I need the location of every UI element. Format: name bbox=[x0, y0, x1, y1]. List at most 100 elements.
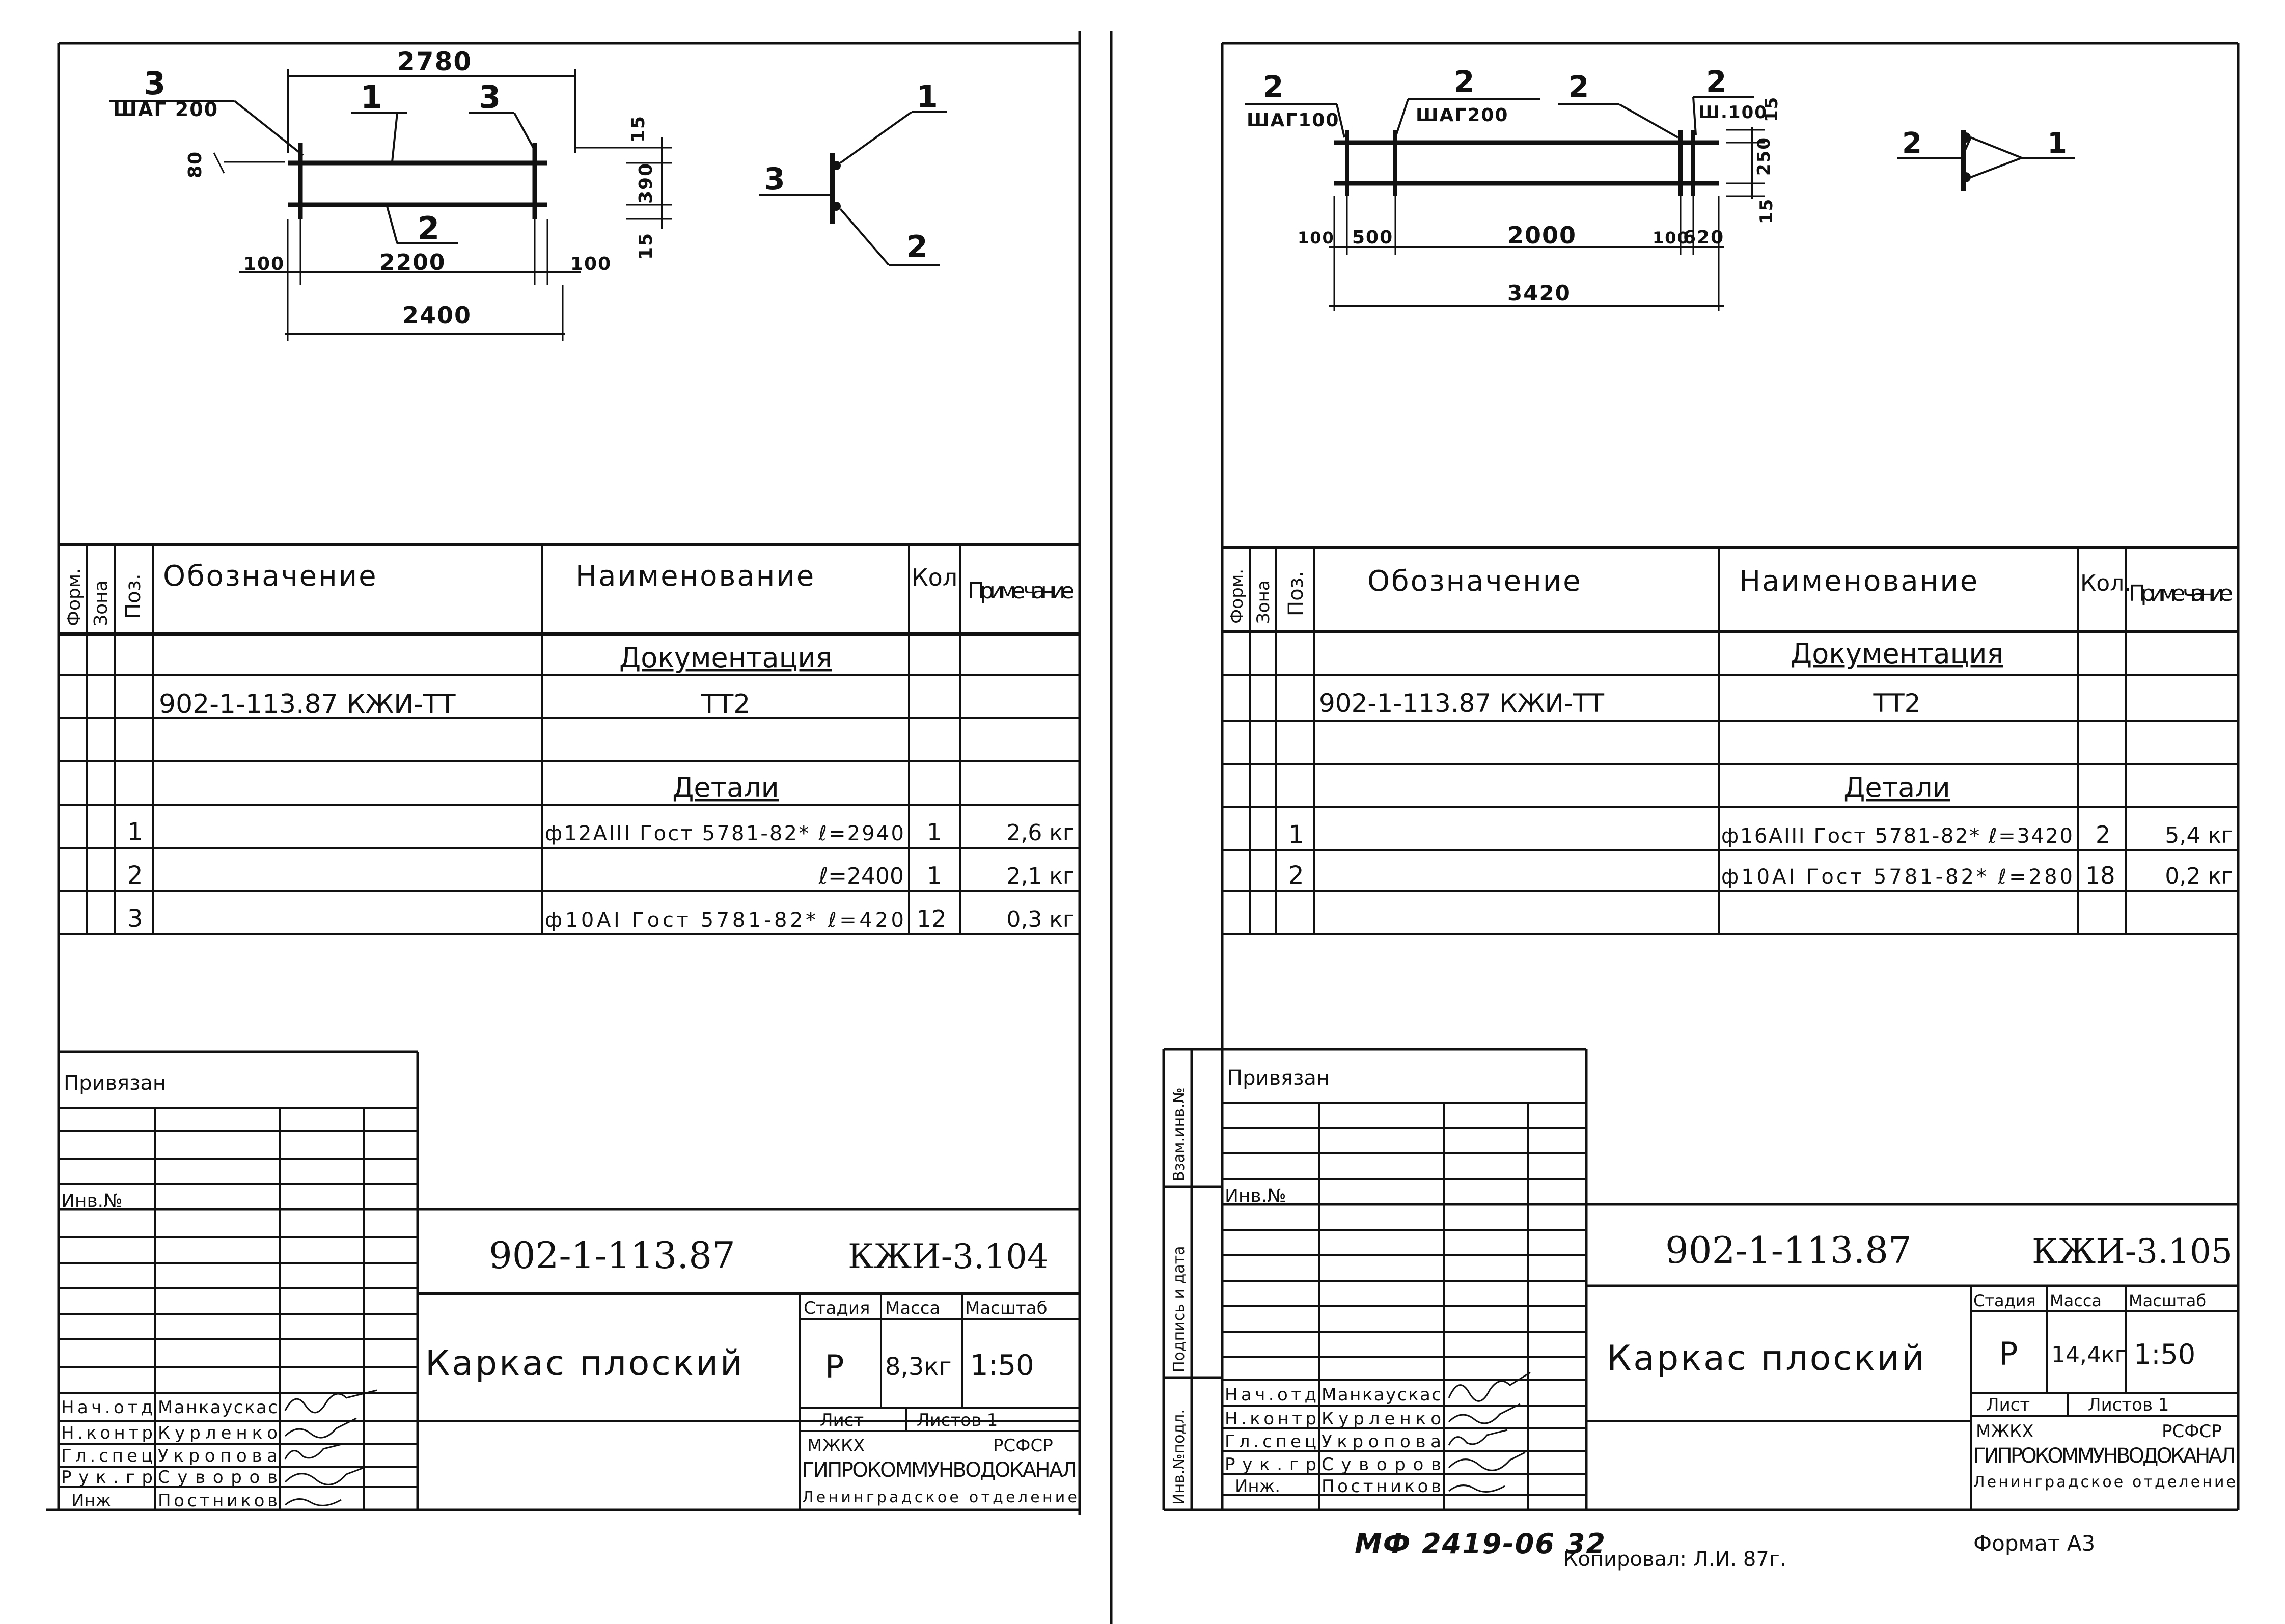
role-2: Н.контр bbox=[61, 1423, 153, 1443]
title-block-left bbox=[59, 1050, 1080, 1510]
signature-5 bbox=[285, 1498, 342, 1506]
header-pos: Поз. bbox=[122, 573, 145, 619]
header-zone: Зона bbox=[91, 580, 112, 626]
r-org-branch: Ленинградское отделение bbox=[1973, 1473, 2236, 1491]
r-org-ministry: МЖКХ bbox=[1976, 1421, 2033, 1442]
spec-table-left bbox=[59, 543, 1080, 935]
row1-pos: 1 bbox=[127, 818, 143, 846]
signature-2 bbox=[284, 1417, 357, 1439]
signature-3 bbox=[284, 1443, 344, 1460]
header-note: Приме чание bbox=[968, 578, 1075, 604]
header-form: Форм. bbox=[64, 568, 85, 626]
side-label-signature-date: Подпись и дата bbox=[1170, 1246, 1188, 1373]
org-institute: ГИПРОКОММУНВОДОКАНАЛ bbox=[802, 1458, 1077, 1482]
dim-15-top-right: 15 bbox=[1761, 96, 1782, 122]
r-sheet-code: КЖИ-3.105 bbox=[2032, 1232, 2233, 1271]
side-labels: Взам.инв.№ Подпись и дата Инв.№подл. bbox=[1170, 1087, 1188, 1505]
r-lists-header: Листов 1 bbox=[2088, 1395, 2169, 1415]
dim-100-left-right: 100 bbox=[1298, 228, 1335, 247]
callout-2d: 2 bbox=[1706, 64, 1727, 99]
section-documentation: Документация bbox=[619, 642, 832, 674]
r-mass-header: Масса bbox=[2050, 1291, 2102, 1310]
header-qty: Кол bbox=[912, 564, 957, 591]
spec-headers-right: Форм. Зона Поз. Обозначение Наименование… bbox=[1227, 565, 2233, 624]
pitch-tl: ШАГ 200 bbox=[113, 98, 218, 121]
drawing-title: Каркас плоский bbox=[425, 1343, 745, 1384]
dim-100-left: 100 bbox=[243, 254, 285, 274]
r-stage-header: Стадия bbox=[1973, 1291, 2036, 1310]
org-ministry: МЖКХ bbox=[807, 1436, 865, 1456]
dim-15-bottom: 15 bbox=[636, 232, 656, 260]
r-privyazan-label: Привязан bbox=[1227, 1066, 1330, 1090]
r-header-note: Приме чание bbox=[2129, 581, 2233, 607]
sheet-right-svg: Взам.инв.№ Подпись и дата Инв.№подл. 2 Ш… bbox=[1110, 31, 2240, 1624]
r-row2-pos: 2 bbox=[1288, 861, 1304, 890]
r-row2-note: 0,2 кг bbox=[2165, 863, 2233, 889]
r-list-header: Лист bbox=[1986, 1395, 2030, 1415]
stage-value: Р bbox=[825, 1348, 844, 1385]
footer-format: Формат А3 bbox=[1973, 1531, 2095, 1556]
section-callout-1: 1 bbox=[917, 79, 939, 115]
name-3: Укропова bbox=[158, 1446, 278, 1466]
name-4: Суворов bbox=[158, 1467, 278, 1488]
section-callout-2: 2 bbox=[906, 229, 929, 265]
r-row2-qty: 18 bbox=[2085, 862, 2115, 889]
row2-name: ℓ=2400 bbox=[818, 863, 904, 889]
row1-note: 2,6 кг bbox=[1006, 820, 1075, 846]
row3-pos: 3 bbox=[127, 904, 143, 933]
signature-4 bbox=[284, 1466, 367, 1485]
pitch-d: Ш.100 bbox=[1698, 102, 1768, 123]
r-stage-value: Р bbox=[1999, 1335, 2018, 1372]
r-signature-2 bbox=[1448, 1403, 1521, 1424]
title-block-text-right: Привязан Инв.№ 902-1-113.87 КЖИ-3.105 Ка… bbox=[1225, 1066, 2236, 1497]
section-right-callout-2: 2 bbox=[1902, 127, 1923, 160]
row2-qty: 1 bbox=[927, 862, 942, 889]
r-mass-value: 14,4кг bbox=[2051, 1342, 2127, 1368]
org-republic: РСФСР bbox=[993, 1436, 1053, 1456]
footer-copied-by: Копировал: Л.И. 87г. bbox=[1563, 1548, 1786, 1571]
callout-2: 2 bbox=[418, 210, 441, 247]
r-header-qty: Кол. bbox=[2080, 570, 2131, 596]
role-4: Рук.гр bbox=[61, 1467, 153, 1488]
list-header: Лист bbox=[820, 1410, 864, 1430]
title-block-text-left: Привязан Инв.№ 902-1-113.87 КЖИ-3.104 Ка… bbox=[61, 1071, 1077, 1511]
row3-qty: 12 bbox=[917, 905, 947, 932]
footer-mf-number: МФ 2419-06 32 bbox=[1355, 1528, 1606, 1560]
row3-name: ф10АI Гост 5781-82* ℓ=420 bbox=[545, 909, 904, 932]
r-row1-name: ф16АIII Гост 5781-82* ℓ=3420 bbox=[1721, 824, 2073, 848]
dim-3420: 3420 bbox=[1507, 281, 1571, 306]
r-scale-header: Масштаб bbox=[2129, 1291, 2206, 1310]
spec-rows-left: Документация 902-1-113.87 КЖИ-ТТ ТТ2 Дет… bbox=[127, 642, 1075, 933]
r-name-1: Манкаускас bbox=[1322, 1385, 1441, 1405]
r-org-republic: РСФСР bbox=[2162, 1421, 2222, 1442]
side-label-replaced-inv: Взам.инв.№ bbox=[1170, 1087, 1188, 1181]
sheet-left-svg: 2780 3 ШАГ 200 1 3 2 80 15 390 15 bbox=[46, 31, 1081, 1515]
pitch-b: ШАГ200 bbox=[1416, 105, 1508, 126]
mass-value: 8,3кг bbox=[885, 1353, 952, 1381]
frame-elevation-left: 2780 3 ШАГ 200 1 3 2 80 15 390 15 bbox=[109, 47, 672, 341]
r-row1-qty: 2 bbox=[2096, 821, 2110, 848]
r-row1-pos: 1 bbox=[1288, 820, 1304, 849]
dim-2400: 2400 bbox=[402, 301, 472, 329]
lists-header: Листов 1 bbox=[917, 1410, 998, 1430]
dim-2780: 2780 bbox=[397, 47, 472, 76]
r-signature-3 bbox=[1448, 1429, 1508, 1446]
r-signature-4 bbox=[1448, 1451, 1526, 1471]
row2-pos: 2 bbox=[127, 861, 143, 890]
section-callout-3: 3 bbox=[764, 161, 786, 197]
row1-qty: 1 bbox=[927, 818, 942, 846]
callout-3-tl: 3 bbox=[144, 65, 167, 102]
callout-3-tr: 3 bbox=[479, 78, 502, 116]
r-row1-note: 5,4 кг bbox=[2165, 822, 2233, 848]
dim-2000: 2000 bbox=[1507, 222, 1577, 249]
r-name-4: Суворов bbox=[1322, 1454, 1441, 1475]
callout-1: 1 bbox=[361, 78, 383, 116]
r-header-zone: Зона bbox=[1253, 580, 1274, 624]
r-inv-label: Инв.№ bbox=[1225, 1186, 1286, 1206]
r-role-4: Рук.гр bbox=[1225, 1454, 1316, 1475]
dim-250: 250 bbox=[1754, 136, 1774, 176]
r-doc-designation: 902-1-113.87 КЖИ-ТТ bbox=[1319, 689, 1605, 718]
name-1: Манкаускас bbox=[158, 1397, 278, 1418]
r-scale-value: 1:50 bbox=[2134, 1338, 2195, 1370]
footer-right: МФ 2419-06 32 Копировал: Л.И. 87г. Форма… bbox=[1355, 1528, 2095, 1571]
